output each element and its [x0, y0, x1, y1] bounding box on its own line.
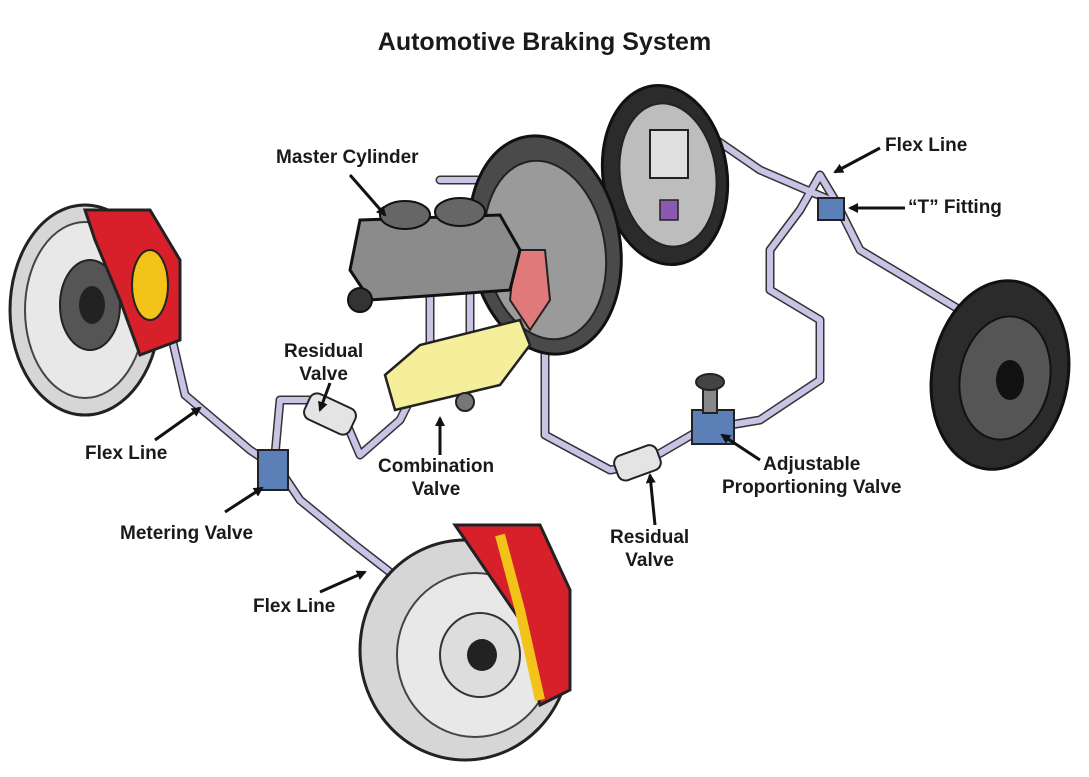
front-left-disc-brake: [8, 203, 182, 417]
arrow-metering-valve: [224, 486, 264, 514]
front-right-disc-brake: [358, 523, 572, 762]
arrow-flex-line-top-right: [833, 146, 881, 174]
proportioning-valve-body: [691, 373, 735, 445]
master-cylinder: [347, 197, 522, 313]
label-t-fitting: “T” Fitting: [908, 197, 1002, 218]
label-residual-valve-left: Residual Valve: [284, 341, 364, 385]
residual-valve-right-body: [613, 444, 662, 482]
diagram-title: Automotive Braking System: [377, 28, 712, 56]
residual-valve-left-body: [303, 392, 357, 436]
rear-drum-top: [600, 83, 730, 267]
label-flex-line-left: Flex Line: [85, 443, 168, 464]
arrow-proportioning-valve: [720, 433, 761, 462]
t-fitting-body: [817, 197, 845, 221]
label-master-cylinder: Master Cylinder: [276, 147, 419, 168]
label-flex-line-top-right: Flex Line: [885, 135, 968, 156]
arrow-residual-valve-left: [318, 382, 332, 412]
label-metering-valve: Metering Valve: [120, 523, 254, 544]
label-combination-valve: Combination Valve: [378, 456, 495, 500]
combination-valve-body: [383, 318, 532, 412]
metering-valve-body: [257, 449, 289, 491]
label-adjustable-proportioning-valve: Adjustable Proportioning Valve: [722, 454, 902, 498]
label-flex-line-bottom: Flex Line: [253, 596, 336, 617]
arrow-flex-line-left: [154, 406, 202, 442]
arrow-master-cylinder: [348, 174, 387, 217]
label-residual-valve-right: Residual Valve: [610, 527, 690, 571]
arrow-flex-line-bottom: [319, 570, 367, 594]
rear-drum-bottom: [929, 279, 1071, 471]
brake-booster: [467, 134, 623, 356]
arrow-residual-valve-right: [645, 473, 657, 526]
